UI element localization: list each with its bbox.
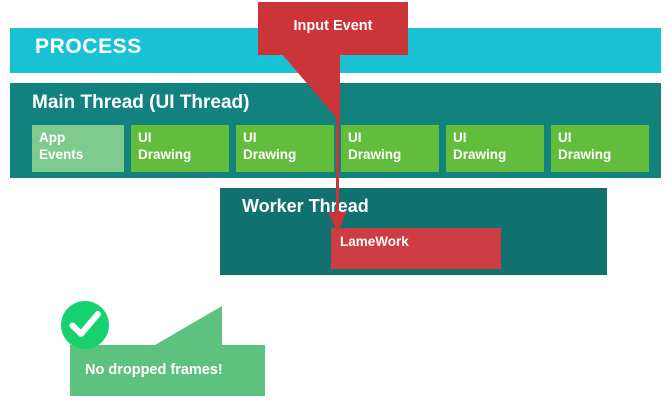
work-block-label: UI Drawing: [138, 130, 192, 162]
no-dropped-frames-callout: No dropped frames!: [60, 300, 290, 405]
worker-thread-label: Worker Thread: [242, 196, 369, 216]
work-block-label: App Events: [39, 130, 84, 162]
work-block-ui-drawing-3: UI Drawing: [341, 125, 439, 172]
worker-task-lamework: LameWork: [331, 228, 501, 269]
work-block-label: UI Drawing: [558, 130, 612, 162]
main-thread-blocks: App Events UI Drawing UI Drawing UI Draw…: [32, 125, 649, 172]
no-dropped-frames-label: No dropped frames!: [85, 362, 223, 378]
main-thread-label: Main Thread (UI Thread): [32, 92, 250, 113]
main-thread-bar: Main Thread (UI Thread) App Events UI Dr…: [10, 83, 661, 178]
process-label: PROCESS: [35, 35, 142, 58]
work-block-ui-drawing-2: UI Drawing: [236, 125, 334, 172]
input-event-callout: Input Event: [258, 2, 408, 55]
work-block-ui-drawing-4: UI Drawing: [446, 125, 544, 172]
work-block-label: UI Drawing: [453, 130, 507, 162]
work-block-label: UI Drawing: [348, 130, 402, 162]
work-block-ui-drawing-5: UI Drawing: [551, 125, 649, 172]
callout-bubble-shape: [70, 306, 265, 396]
work-block-app-events: App Events: [32, 125, 124, 172]
work-block-label: UI Drawing: [243, 130, 297, 162]
worker-thread-bar: Worker Thread LameWork: [220, 188, 607, 275]
worker-task-label: LameWork: [340, 234, 409, 249]
check-mark-icon: [61, 301, 109, 349]
input-event-label: Input Event: [293, 18, 373, 34]
work-block-ui-drawing-1: UI Drawing: [131, 125, 229, 172]
